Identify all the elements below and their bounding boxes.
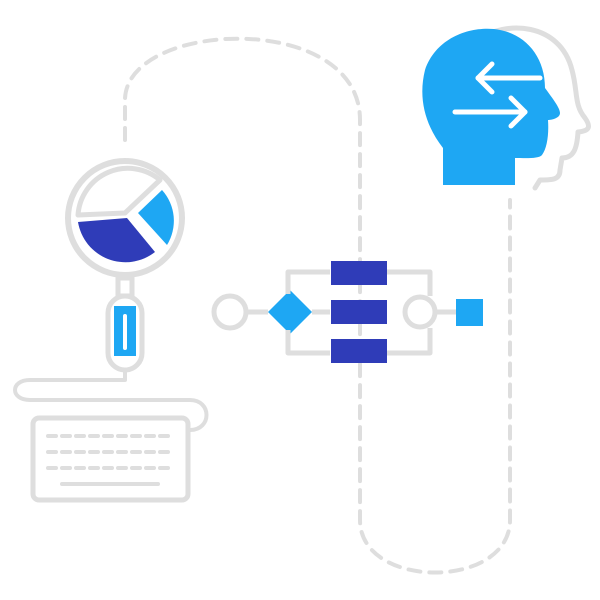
magnifier-lens (65, 158, 185, 278)
flow-process-block-1 (331, 261, 387, 285)
flow-branch-frame (285, 269, 433, 356)
pie-slice-gap (75, 165, 163, 218)
flow-start-node (211, 293, 249, 331)
process-flow-diagram (211, 261, 483, 363)
flow-end-square (456, 299, 483, 326)
exchange-arrows-icon (452, 61, 543, 129)
keyboard-icon (30, 415, 191, 503)
flow-decision-diamond (268, 290, 312, 334)
flow-process-block-2 (331, 300, 387, 324)
head-profile-exchange-icon (422, 25, 591, 191)
keyboard-keys (46, 434, 174, 470)
head-outline-back (475, 25, 591, 191)
flow-process-block-3 (331, 339, 387, 363)
magnifier-neck (115, 275, 135, 299)
keyboard-cable (13, 368, 209, 432)
flow-merge-node (402, 294, 438, 330)
magnifier-pie-chart-icon (65, 158, 185, 373)
keyboard-body (30, 415, 191, 503)
dashed-path-line (123, 36, 512, 575)
pie-slice-large (78, 218, 155, 263)
head-front (422, 28, 560, 185)
pie-slice-small (138, 190, 174, 245)
